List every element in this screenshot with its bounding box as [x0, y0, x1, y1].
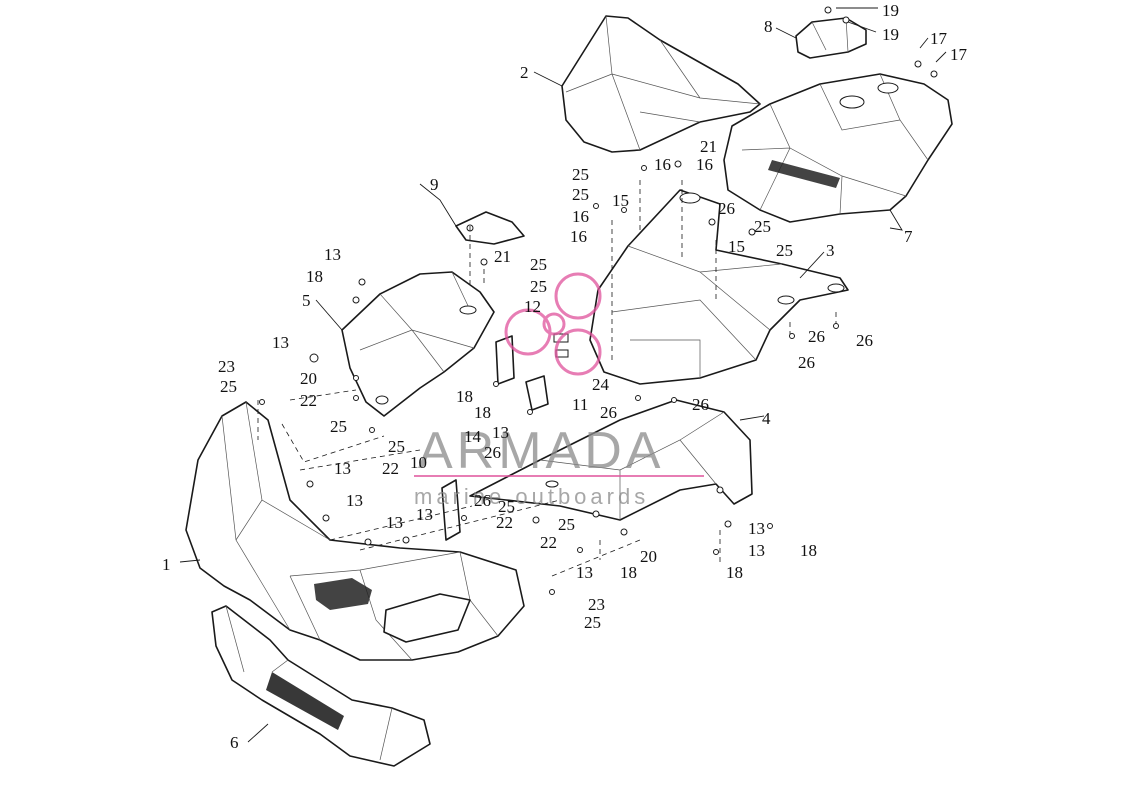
callout-18a: 18 — [306, 267, 323, 286]
callout-13i: 13 — [748, 519, 765, 538]
callout-18b: 18 — [456, 387, 473, 406]
callout-23a: 23 — [218, 357, 235, 376]
callout-26b: 26 — [808, 327, 825, 346]
callout-4: 4 — [762, 409, 771, 428]
callout-25b: 25 — [572, 185, 589, 204]
callout-21b: 21 — [494, 247, 511, 266]
armada-logo-icon — [504, 272, 602, 376]
callout-22a: 22 — [300, 391, 317, 410]
callout-19a: 19 — [882, 1, 899, 20]
callout-2: 2 — [520, 63, 529, 82]
callout-16c: 16 — [572, 207, 589, 226]
part-8-cover — [795, 17, 867, 59]
leader-lines — [179, 7, 947, 743]
callout-26e: 26 — [600, 403, 617, 422]
callout-13g: 13 — [416, 505, 433, 524]
callout-1: 1 — [162, 555, 171, 574]
callout-19b: 19 — [882, 25, 899, 44]
callout-26h: 26 — [474, 491, 491, 510]
callout-labels: 1 2 3 4 5 6 7 8 9 10 11 12 13 13 13 13 1… — [162, 1, 968, 752]
callout-13j: 13 — [748, 541, 765, 560]
part-4-side-panel — [469, 399, 753, 521]
hardware-dashed-lines — [257, 180, 837, 577]
callout-15b: 15 — [728, 237, 745, 256]
callout-25e: 25 — [530, 255, 547, 274]
callout-13f: 13 — [386, 513, 403, 532]
callout-25i: 25 — [388, 437, 405, 456]
callout-16d: 16 — [570, 227, 587, 246]
part-6-bumper — [211, 605, 431, 767]
callout-18d: 18 — [620, 563, 637, 582]
part-5-dash-panel — [341, 271, 495, 417]
callout-9: 9 — [430, 175, 439, 194]
callout-20a: 20 — [300, 369, 317, 388]
callout-26c: 26 — [856, 331, 873, 350]
callout-22d: 22 — [540, 533, 557, 552]
hardware-fasteners — [259, 6, 938, 595]
part-10-bracket — [441, 479, 461, 541]
callout-13d: 13 — [334, 459, 351, 478]
callout-16b: 16 — [696, 155, 713, 174]
callout-16a: 16 — [654, 155, 671, 174]
part-2-seat — [561, 15, 761, 153]
callout-10: 10 — [410, 453, 427, 472]
watermark-brand: ARMADA — [418, 422, 664, 480]
callout-13e: 13 — [346, 491, 363, 510]
callout-17a: 17 — [930, 29, 948, 48]
callout-21a: 21 — [700, 137, 717, 156]
callout-25h: 25 — [330, 417, 347, 436]
callout-25a: 25 — [572, 165, 589, 184]
callout-17b: 17 — [950, 45, 968, 64]
callout-8: 8 — [764, 17, 773, 36]
callout-11: 11 — [572, 395, 588, 414]
part-7-rear-fender — [723, 73, 953, 223]
part-9-plate — [455, 211, 525, 245]
callout-14: 14 — [464, 427, 482, 446]
callout-13h: 13 — [576, 563, 593, 582]
part-1-front-fender — [185, 401, 525, 661]
callout-3: 3 — [826, 241, 835, 260]
callout-18f: 18 — [726, 563, 743, 582]
callout-26a: 26 — [718, 199, 735, 218]
callout-6: 6 — [230, 733, 239, 752]
callout-13c: 13 — [492, 423, 509, 442]
armada-watermark: ARMADA marine outboards — [414, 272, 704, 509]
part-3-center-panel — [589, 189, 849, 385]
callout-7: 7 — [904, 227, 913, 246]
callout-25d: 25 — [776, 241, 793, 260]
callout-26d: 26 — [798, 353, 815, 372]
watermark-tagline: marine outboards — [414, 484, 649, 509]
callout-26f: 26 — [692, 395, 709, 414]
callout-25g: 25 — [220, 377, 237, 396]
callout-22c: 22 — [496, 513, 513, 532]
callout-24: 24 — [592, 375, 610, 394]
callout-25l: 25 — [584, 613, 601, 632]
callout-20b: 20 — [640, 547, 657, 566]
callout-25j: 25 — [498, 497, 515, 516]
callout-12: 12 — [524, 297, 541, 316]
callout-18e: 18 — [800, 541, 817, 560]
callout-25k: 25 — [558, 515, 575, 534]
callout-15a: 15 — [612, 191, 629, 210]
callout-5: 5 — [302, 291, 311, 310]
callout-26g: 26 — [484, 443, 501, 462]
callout-13a: 13 — [324, 245, 341, 264]
callout-22b: 22 — [382, 459, 399, 478]
callout-25c: 25 — [754, 217, 771, 236]
callout-25f: 25 — [530, 277, 547, 296]
callout-18c: 18 — [474, 403, 491, 422]
callout-13b: 13 — [272, 333, 289, 352]
callout-23b: 23 — [588, 595, 605, 614]
